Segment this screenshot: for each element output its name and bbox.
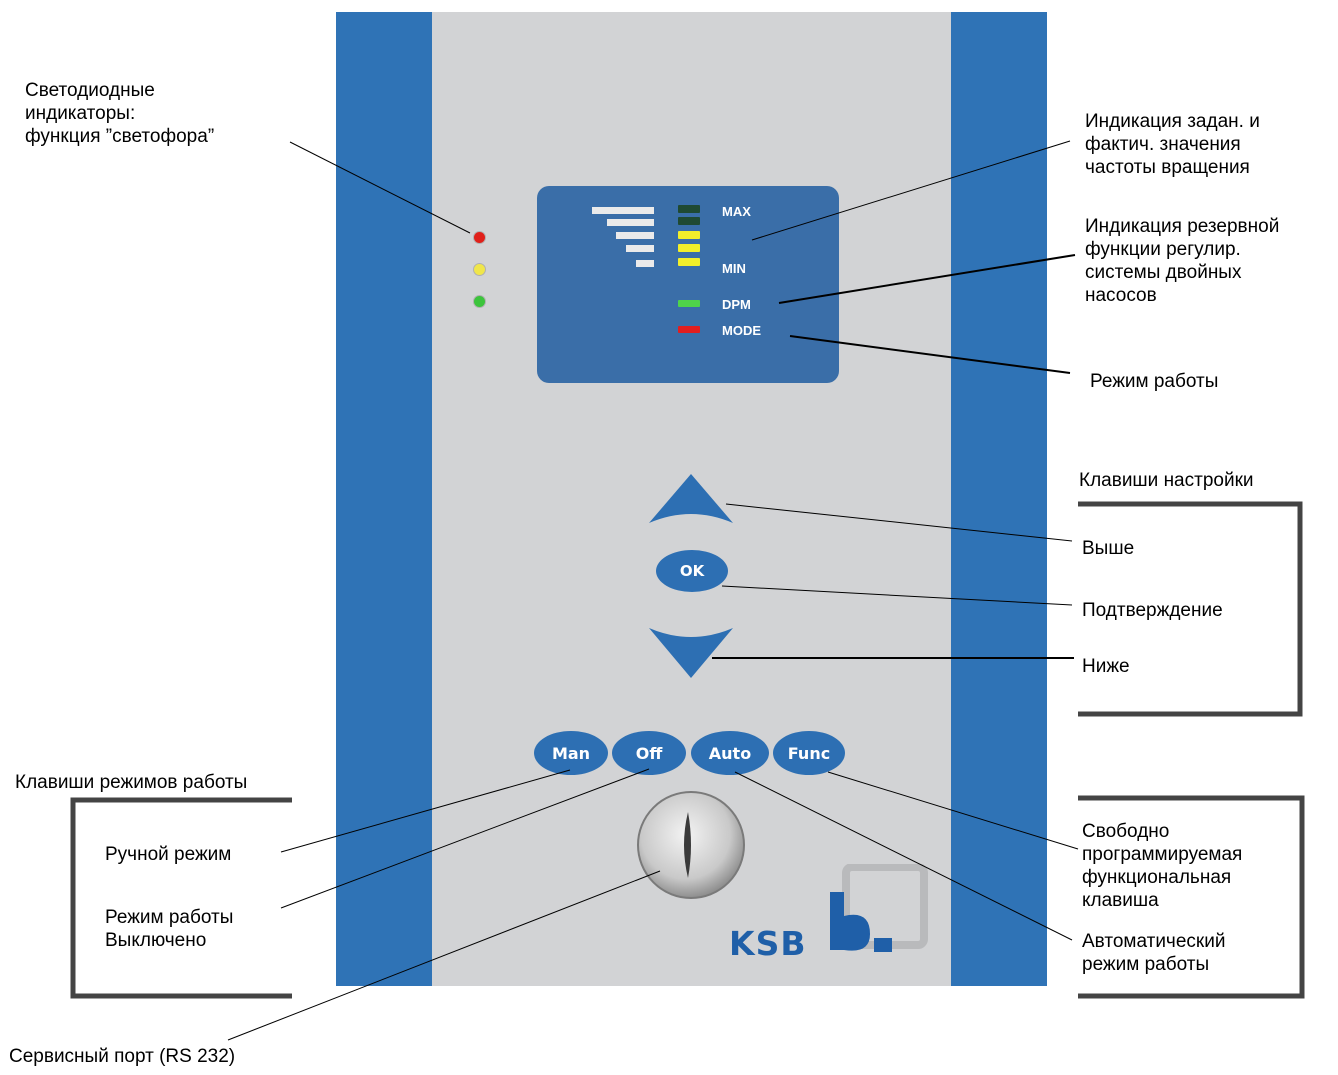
speed-bar-2 xyxy=(607,219,654,226)
ok-button[interactable]: OK xyxy=(656,550,728,592)
confirm-label: Подтверждение xyxy=(1082,600,1223,621)
mode-led xyxy=(678,326,700,333)
mode-label: MODE xyxy=(722,323,761,338)
red-led xyxy=(474,232,485,243)
green-led xyxy=(474,296,485,307)
free-function-label: Свободно программируемая функциональная … xyxy=(1082,821,1243,911)
manual-mode-label: Ручной режим xyxy=(105,844,232,865)
speed-bar-4 xyxy=(626,245,654,252)
level-segment-4 xyxy=(678,244,700,252)
setting-keys-label: Клавиши настройки xyxy=(1079,470,1254,491)
free-function-bracket xyxy=(1078,795,1305,999)
auto-button[interactable]: Auto xyxy=(691,731,769,775)
level-segment-3 xyxy=(678,231,700,239)
service-port-label: Сервисный порт (RS 232) xyxy=(9,1046,236,1067)
man-button[interactable]: Man xyxy=(534,731,608,775)
reserve-function-label: Индикация резервной функции регулир. сис… xyxy=(1085,216,1280,306)
up-label: Выше xyxy=(1082,538,1135,559)
up-arrow-button[interactable] xyxy=(646,471,736,527)
off-mode-label: Режим работы Выключено xyxy=(105,907,234,951)
dpm-label: DPM xyxy=(722,297,751,312)
min-label: MIN xyxy=(722,261,746,276)
mode-keys-bracket xyxy=(70,797,292,999)
speed-bar-3 xyxy=(616,232,654,239)
speed-bar-1 xyxy=(592,207,654,214)
device-left-strip xyxy=(336,12,432,986)
operating-mode-label: Режим работы xyxy=(1090,371,1219,392)
mode-keys-label: Клавиши режимов работы xyxy=(15,772,248,793)
down-arrow-button[interactable] xyxy=(646,625,736,681)
setting-keys-bracket xyxy=(1078,501,1303,717)
leds-label: Светодиодные индикаторы: функция ”светоф… xyxy=(25,80,215,147)
yellow-led xyxy=(474,264,485,275)
level-segment-1 xyxy=(678,205,700,213)
down-label: Ниже xyxy=(1082,656,1130,677)
device-right-strip xyxy=(951,12,1047,986)
level-segment-5 xyxy=(678,258,700,266)
speed-bar-5 xyxy=(636,260,654,267)
dpm-led xyxy=(678,300,700,307)
func-button[interactable]: Func xyxy=(773,731,845,775)
level-segment-2 xyxy=(678,217,700,225)
status-display: MAX MIN DPM MODE xyxy=(537,186,839,383)
off-button[interactable]: Off xyxy=(612,731,686,775)
ksb-logo-text: KSB xyxy=(729,924,807,963)
auto-mode-label: Автоматический режим работы xyxy=(1082,931,1226,975)
ksb-logo-icon xyxy=(830,864,928,952)
max-label: MAX xyxy=(722,204,751,219)
service-port-cap[interactable] xyxy=(636,790,746,900)
speed-indication-label: Индикация задан. и фактич. значения част… xyxy=(1085,111,1260,178)
